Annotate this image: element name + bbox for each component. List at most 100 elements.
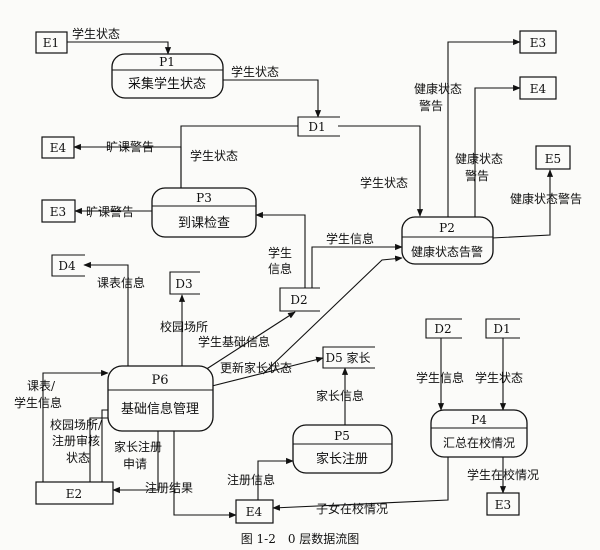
- process-p3-name: 到课检查: [178, 216, 230, 231]
- entity-e3-left: E3: [41, 199, 76, 223]
- label-p6-d4: 课表信息: [97, 275, 145, 290]
- entity-e2-label: E2: [66, 487, 82, 501]
- label-e2-p6-a: 课表/: [27, 379, 56, 393]
- store-d1-right-label: D1: [493, 322, 510, 336]
- flow-p2-e5: [491, 169, 554, 239]
- entity-e4-top: E4: [519, 76, 557, 100]
- label-p3-e3: 旷课警告: [86, 204, 134, 219]
- flow-p2-e4: [474, 84, 521, 217]
- flow-lines: [42, 38, 554, 519]
- store-d4-label: D4: [58, 259, 76, 273]
- entity-e5-label: E5: [545, 152, 561, 166]
- process-p5: P5 家长注册: [292, 424, 393, 474]
- flow-p4-e4: [272, 457, 449, 511]
- store-d1: D1: [297, 116, 340, 137]
- flow-e1-p1: [67, 41, 172, 55]
- label-p6-d3: 校园场所: [160, 319, 208, 334]
- label-e2-p6d-a: 家长注册: [114, 439, 162, 454]
- label-e2-p6c-a: 校园场所/: [50, 417, 103, 432]
- label-d1r-p4: 学生状态: [475, 370, 523, 385]
- flow-d2-p3: [255, 211, 306, 288]
- flow-e2-p6-a: [42, 369, 109, 482]
- process-p2-id: P2: [439, 221, 455, 235]
- flow-d2-p2: [311, 243, 403, 288]
- flow-p2-e3: [447, 38, 521, 217]
- store-d4: D4: [51, 254, 85, 277]
- process-p2: P2 健康状态告警: [401, 216, 494, 265]
- label-p6-d2: 学生基础信息: [198, 334, 270, 349]
- entity-e4-bottom-label: E4: [246, 505, 263, 519]
- label-d2-p3-b: 信息: [268, 261, 292, 276]
- label-p6-e2: 注册结果: [145, 480, 193, 495]
- flow-p6-e4: [173, 430, 237, 519]
- entity-e2: E2: [35, 481, 114, 505]
- entity-e5: E5: [535, 145, 571, 170]
- label-p2-e3-b: 警告: [419, 98, 443, 113]
- store-d2-right: D2: [425, 318, 462, 339]
- label-e2-p6-b: 学生信息: [14, 395, 62, 410]
- store-d2-label: D2: [290, 293, 307, 307]
- label-p3-e4: 旷课警告: [106, 139, 154, 154]
- process-p4-name: 汇总在校情况: [443, 435, 515, 450]
- process-p6-id: P6: [151, 373, 168, 388]
- process-p4: P4 汇总在校情况: [430, 409, 528, 458]
- entity-e3-bottom-label: E3: [495, 498, 511, 512]
- label-p4-e3: 学生在校情况: [467, 467, 539, 482]
- label-p6-d5: 更新家长状态: [220, 360, 292, 375]
- label-p4-e4: 子女在校情况: [316, 501, 388, 516]
- process-p1-name: 采集学生状态: [128, 76, 206, 92]
- label-p2-e3-a: 健康状态: [414, 81, 462, 96]
- label-p2-e4-b: 警告: [465, 168, 489, 183]
- entity-e4-top-label: E4: [530, 82, 547, 96]
- store-d3-label: D3: [175, 277, 192, 291]
- process-p6: P6 基础信息管理: [107, 365, 214, 432]
- store-d1-right: D1: [485, 318, 520, 339]
- label-e2-p6c-b: 注册审核: [52, 433, 100, 448]
- process-p5-id: P5: [334, 429, 350, 443]
- store-d5-label: D5 家长: [325, 350, 370, 365]
- store-d5: D5 家长: [322, 346, 375, 369]
- flow-labels: 学生状态 学生状态 学生状态 学生状态 健康状态 警告 健康状态 警告 健康状态…: [14, 26, 582, 516]
- process-p2-name: 健康状态告警: [411, 244, 483, 259]
- entity-e3-top-label: E3: [530, 36, 546, 50]
- label-d2-p3-a: 学生: [268, 245, 292, 260]
- label-p5-d5: 家长信息: [316, 388, 364, 403]
- label-e1-p1: 学生状态: [72, 26, 120, 41]
- process-p5-name: 家长注册: [316, 451, 368, 467]
- entity-e3-left-label: E3: [50, 205, 66, 219]
- process-p4-id: P4: [471, 413, 487, 427]
- process-p6-name: 基础信息管理: [121, 401, 199, 417]
- store-d1-label: D1: [308, 120, 325, 134]
- flow-p1-d1: [223, 79, 322, 118]
- label-e2-p6d-b: 申请: [123, 457, 147, 471]
- process-p1-id: P1: [159, 55, 175, 69]
- flow-p6-p2: [262, 255, 403, 375]
- label-e2-p6c-c: 状态: [66, 451, 90, 465]
- flow-d1-p2: [338, 125, 424, 217]
- store-d3: D3: [169, 271, 200, 295]
- process-p1: P1 采集学生状态: [111, 53, 224, 99]
- entity-e4-bottom: E4: [235, 499, 274, 524]
- flow-p6-e2: [112, 430, 159, 494]
- entity-e1: E1: [35, 31, 68, 54]
- entity-e4-left: E4: [41, 136, 75, 159]
- flow-p6-d5: [211, 356, 324, 387]
- store-d2: D2: [279, 287, 320, 312]
- label-p2-e4-a: 健康状态: [455, 151, 503, 166]
- entity-e3-top: E3: [519, 30, 557, 54]
- store-d2-right-label: D2: [434, 322, 451, 336]
- flow-e2-p6-b: [101, 409, 108, 482]
- label-d2r-p4: 学生信息: [416, 370, 464, 385]
- process-p3: P3 到课检查: [151, 187, 257, 238]
- entity-e4-left-label: E4: [50, 141, 67, 155]
- label-d2-p2: 学生信息: [326, 231, 374, 246]
- flow-p6-d4: [83, 261, 129, 370]
- entity-e3-bottom: E3: [486, 492, 520, 516]
- label-e4-p5: 注册信息: [227, 472, 275, 487]
- figure-caption: 图 1-2 0 层数据流图: [241, 531, 360, 546]
- process-p3-id: P3: [196, 191, 212, 205]
- flow-p6-d2: [204, 311, 296, 371]
- label-d1-p2: 学生状态: [360, 175, 408, 190]
